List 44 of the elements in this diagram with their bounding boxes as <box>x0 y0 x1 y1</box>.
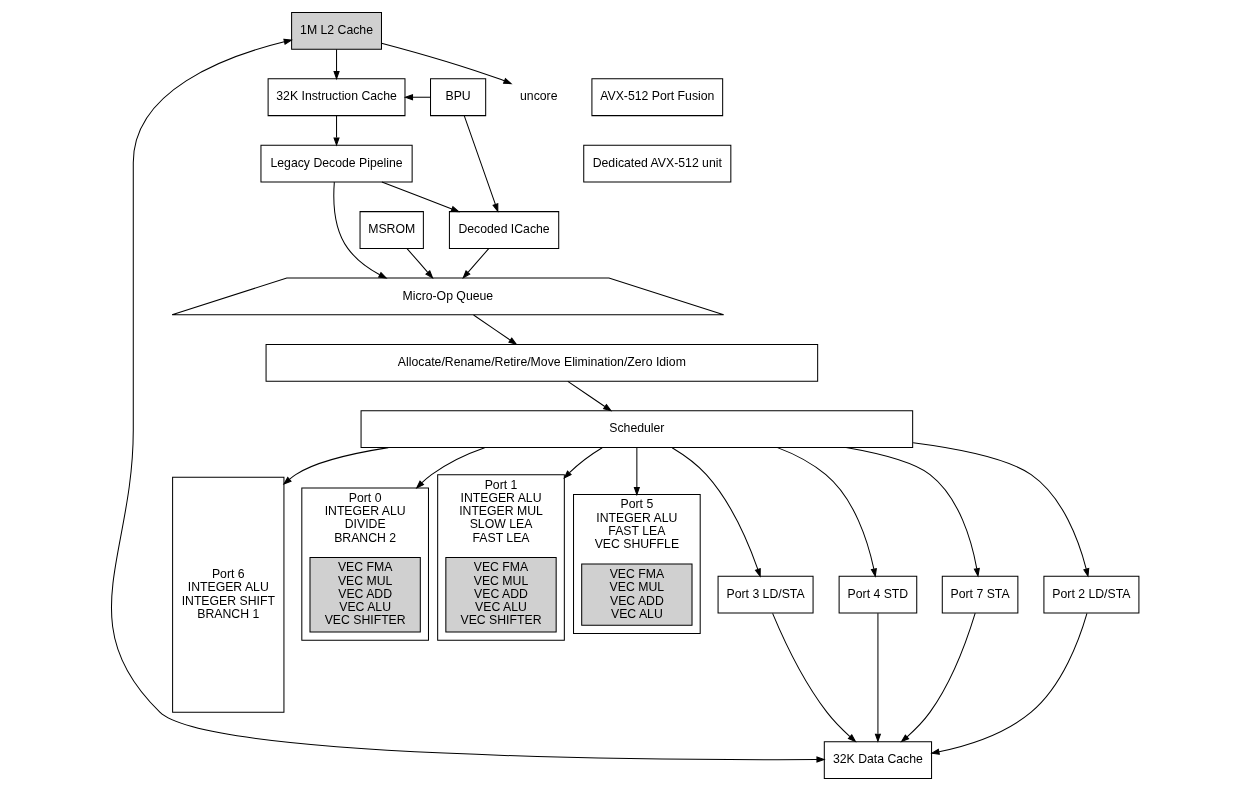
arrow <box>472 314 517 346</box>
arrow <box>671 447 761 578</box>
arrow <box>562 447 603 480</box>
node-box: Dedicated AVX-512 unit <box>582 144 731 183</box>
node-box: VEC FMA VEC MUL VEC ADD VEC ALU VEC SHIFTER <box>444 556 557 633</box>
arrow <box>380 181 460 213</box>
arrow <box>874 612 881 743</box>
node-box: Allocate/Rename/Retire/Move Elimination/Zero Idiom <box>265 343 818 382</box>
arrow <box>332 48 340 81</box>
arrow <box>332 181 388 279</box>
arrow <box>403 94 431 101</box>
arrow <box>463 115 498 213</box>
node-box: 32K Data Cache <box>823 741 932 780</box>
node-box: Legacy Decode Pipeline <box>259 144 413 183</box>
arrow <box>110 38 826 763</box>
arrow <box>633 447 640 497</box>
arrow <box>461 248 489 279</box>
arrow <box>406 248 434 279</box>
node-box: BPU <box>429 78 486 117</box>
node-box: Port 6 INTEGER ALU INTEGER SHIFT BRANCH 1 <box>171 476 284 713</box>
node-box: VEC FMA VEC MUL VEC ADD VEC ALU <box>580 563 693 626</box>
node-text: uncore <box>519 89 558 104</box>
arrow <box>899 612 976 743</box>
node-box: MSROM <box>359 211 424 249</box>
arrow <box>566 380 612 412</box>
node-box: Port 2 LD/STA <box>1042 575 1139 614</box>
node-box: Port 4 STD <box>838 575 917 614</box>
arrow <box>332 115 340 147</box>
arrow <box>929 612 1087 755</box>
node-box: VEC FMA VEC MUL VEC ADD VEC ALU VEC SHIFTER <box>309 556 421 633</box>
arrow <box>282 447 389 485</box>
arrow <box>845 447 980 578</box>
arrow <box>415 447 485 490</box>
node-box: Port 3 LD/STA <box>717 575 814 614</box>
node-box: Scheduler <box>360 410 913 449</box>
arrow <box>912 442 1089 578</box>
arrow <box>771 612 857 743</box>
node-box: Port 7 STA <box>941 575 1018 614</box>
arrow <box>380 42 513 85</box>
node-box: 1M L2 Cache <box>290 11 382 50</box>
node-box: AVX-512 Port Fusion <box>590 78 723 117</box>
arrow <box>776 447 877 578</box>
node-box: 32K Instruction Cache <box>267 78 405 117</box>
node-box: Decoded ICache <box>448 211 559 249</box>
